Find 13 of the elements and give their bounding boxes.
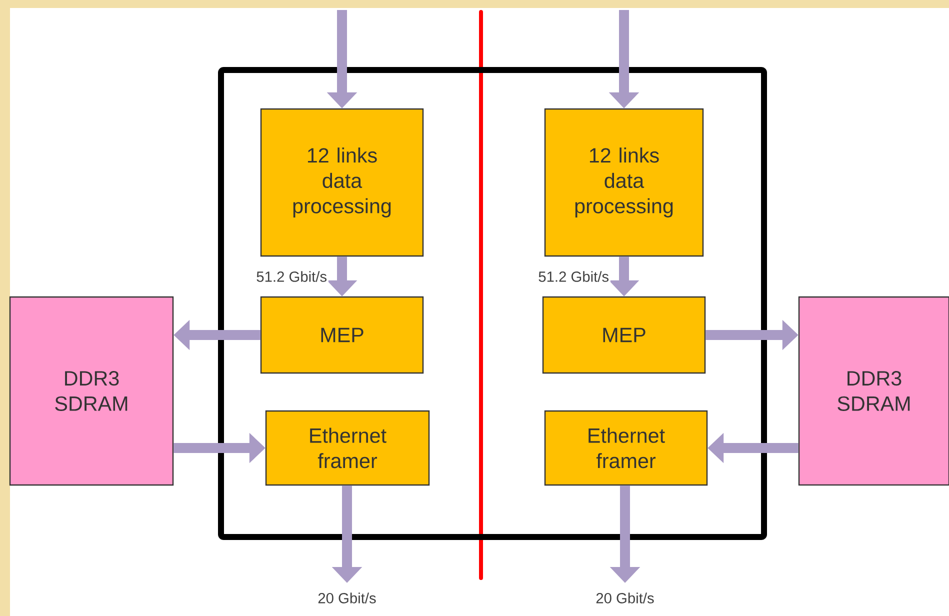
process-block: Ethernet framer [544,410,708,486]
edge-label: 20 Gbit/s [594,591,656,605]
memory-block: DDR3 SDRAM [9,296,174,486]
module-frame [218,67,767,540]
edge-label: 51.2 Gbit/s [254,270,328,284]
process-block: Ethernet framer [265,410,430,486]
process-block: 12 links data processing [544,108,704,257]
process-block: MEP [542,296,706,374]
memory-block: DDR3 SDRAM [798,296,949,486]
process-block: 12 links data processing [260,108,424,257]
process-block: MEP [260,296,424,374]
edge-label: 51.2 Gbit/s [536,270,610,284]
edge-label: 20 Gbit/s [316,591,378,605]
